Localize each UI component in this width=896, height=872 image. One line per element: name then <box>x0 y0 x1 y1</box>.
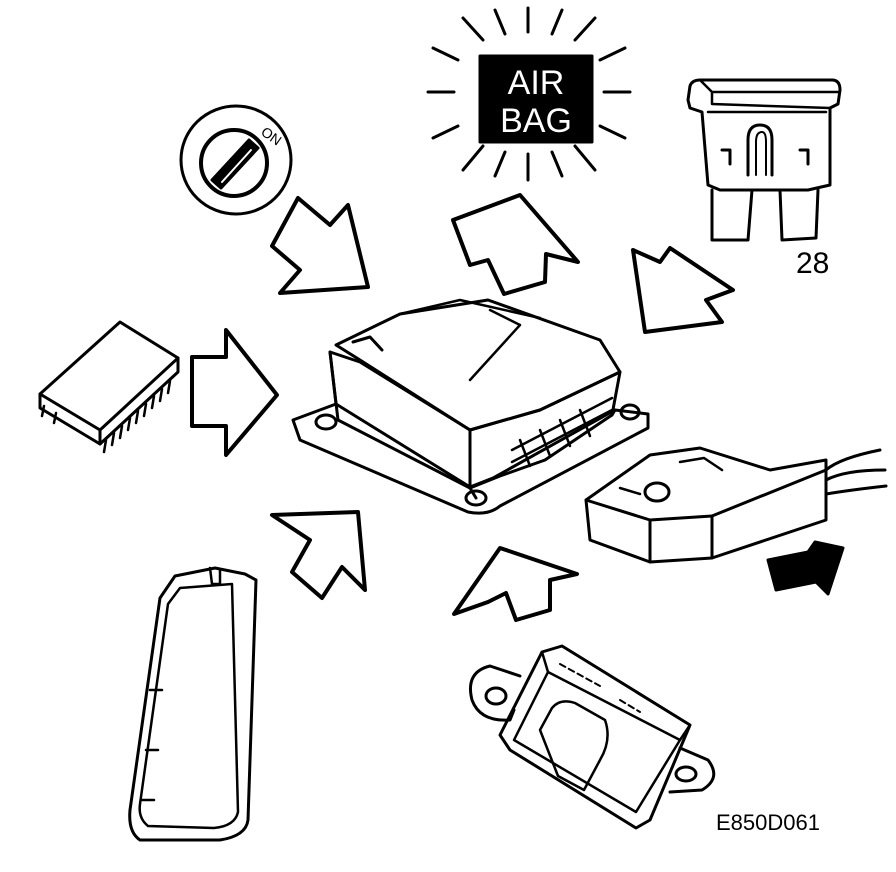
figure-code: E850D061 <box>716 810 820 835</box>
module-housing-top <box>334 298 622 432</box>
ignition-outer-ring <box>179 104 293 216</box>
arrow-from-chip <box>190 328 279 457</box>
arrows <box>190 193 735 622</box>
lamp-box <box>478 54 594 144</box>
connector-body <box>584 446 828 564</box>
insertion-arrow <box>766 540 845 596</box>
lamp-rays <box>426 6 632 182</box>
arrow-from-fuse <box>631 246 735 334</box>
crash-sensor <box>469 644 716 830</box>
side-airbag-module <box>128 566 258 842</box>
lamp-text-bag: BAG <box>500 102 572 140</box>
sensor-mount-tab-left <box>469 664 522 722</box>
chip-side <box>38 356 180 446</box>
arrow-from-ignition <box>270 196 370 295</box>
module-mount-hole-left <box>314 413 338 431</box>
sensor-mount-tab-right <box>668 746 716 794</box>
wiring-connector <box>584 446 888 596</box>
ignition-switch: ON <box>179 104 293 216</box>
module-base-plate <box>291 402 650 515</box>
arrow-to-lamp <box>451 193 580 296</box>
airbag-control-module <box>291 298 650 515</box>
lamp-text-air: AIR <box>508 64 565 102</box>
arrow-from-side-airbag <box>270 510 367 600</box>
fuse-blade-right <box>778 188 820 242</box>
fuse-blade-left <box>710 188 754 242</box>
fuse-element <box>746 123 774 177</box>
chip-top <box>38 320 180 432</box>
fuse-body <box>686 78 842 192</box>
ignition-inner-ring <box>199 128 269 198</box>
module-housing-front <box>328 350 472 490</box>
arrow-from-crash-sensor <box>452 546 579 622</box>
fuse-number: 28 <box>796 247 829 280</box>
chip-pins <box>40 379 172 454</box>
module-housing-side <box>468 370 622 490</box>
sensor-cable-guide <box>538 700 609 792</box>
sensor-body <box>498 644 692 830</box>
ignition-key-slot <box>210 138 260 190</box>
airbag-warning-lamp: AIR BAG <box>426 6 632 182</box>
fuse: 28 <box>686 78 842 280</box>
module-mount-hole-front <box>464 489 488 507</box>
connector-wires <box>824 448 888 496</box>
module-connector-slots <box>510 396 614 468</box>
memory-chip <box>38 320 180 454</box>
side-airbag-inner <box>138 582 240 830</box>
module-mount-hole-right <box>619 403 641 421</box>
side-airbag-outer <box>128 566 258 842</box>
connector-latch <box>643 481 671 503</box>
